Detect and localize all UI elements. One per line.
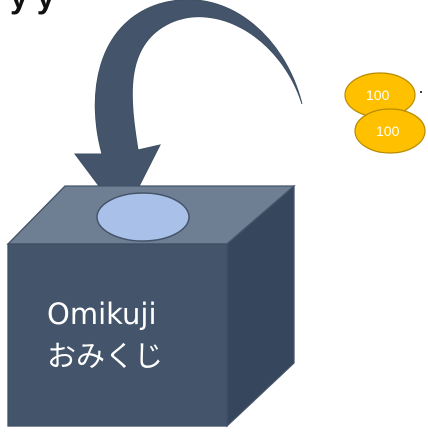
coin-upper-label: 100 <box>366 87 390 103</box>
omikuji-box: Omikuji おみくじ <box>6 184 296 428</box>
coin-slot <box>96 192 190 242</box>
coin-upper: 100 <box>344 72 416 118</box>
curved-arrow-icon <box>74 0 303 219</box>
box-label-ja: おみくじ <box>47 339 163 373</box>
box-label-en: Omikuji <box>47 297 157 331</box>
coin-trailing-dot: · <box>418 81 424 101</box>
box-front-face <box>7 243 228 427</box>
coin-lower-label: 100 <box>376 123 400 139</box>
coin-lower: 100 <box>354 108 426 154</box>
cropped-heading: y y <box>10 0 55 15</box>
coins-group: 100 100 · <box>344 72 426 154</box>
